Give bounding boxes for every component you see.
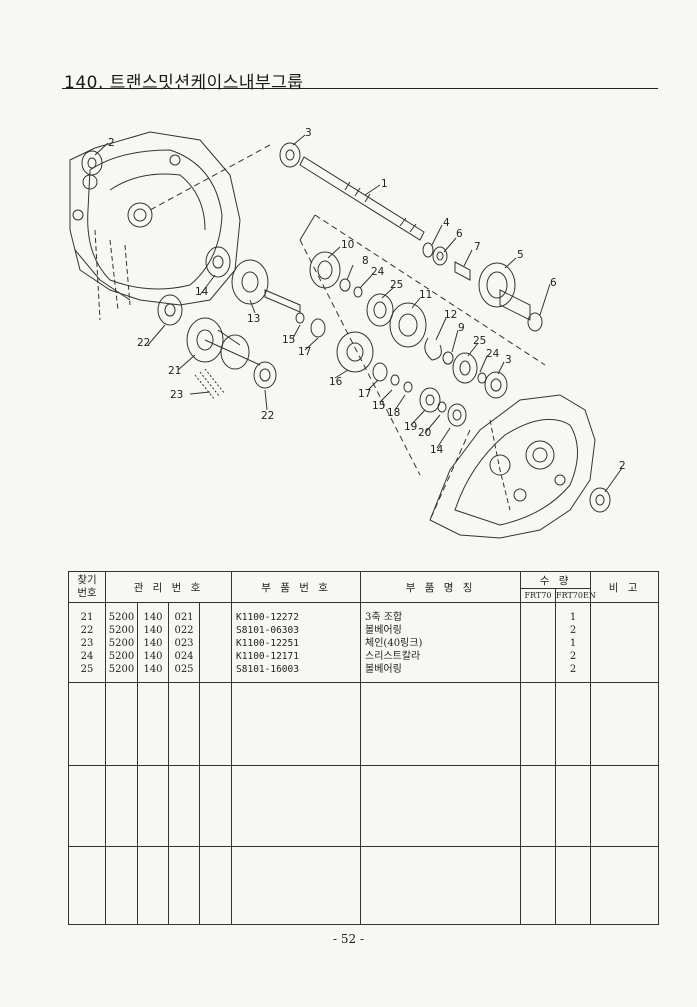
header-remarks: 비 고 xyxy=(590,571,660,603)
svg-text:8: 8 xyxy=(362,255,369,267)
svg-text:2: 2 xyxy=(108,137,115,149)
header-qty-frt70en: FRT70EN xyxy=(555,588,596,603)
svg-text:15: 15 xyxy=(282,334,295,346)
svg-text:22: 22 xyxy=(261,410,274,422)
header-mgmt-no: 관 리 번 호 xyxy=(104,571,233,603)
svg-text:19: 19 xyxy=(404,421,417,433)
qty-frt70-column xyxy=(520,602,557,684)
svg-text:4: 4 xyxy=(443,217,450,229)
svg-text:16: 16 xyxy=(329,376,343,388)
gear-10 xyxy=(309,251,341,289)
exploded-parts-diagram: 2 3 1 4 6 7 5 6 10 8 24 25 11 12 9 25 24… xyxy=(69,127,626,539)
svg-text:14: 14 xyxy=(430,444,444,456)
gear-16 xyxy=(336,331,374,373)
bearing-2-right xyxy=(589,487,611,513)
svg-text:22: 22 xyxy=(137,337,150,349)
svg-text:1: 1 xyxy=(381,178,388,190)
chain-23 xyxy=(194,368,226,401)
mgmt-col-4 xyxy=(198,602,233,684)
empty-band-1 xyxy=(68,682,660,767)
svg-text:18: 18 xyxy=(387,407,400,419)
header-qty: 수 량 xyxy=(520,571,592,589)
svg-text:3: 3 xyxy=(505,354,512,366)
title-rule xyxy=(62,88,658,89)
gear-11 xyxy=(389,302,427,348)
header-part-name: 부 품 명 칭 xyxy=(360,571,522,603)
svg-text:25: 25 xyxy=(390,279,403,291)
svg-text:5: 5 xyxy=(517,249,524,261)
main-shaft xyxy=(299,156,425,241)
svg-text:17: 17 xyxy=(298,346,311,358)
right-case-housing xyxy=(429,394,596,539)
svg-text:24: 24 xyxy=(486,348,500,360)
gear-13 xyxy=(231,259,301,313)
svg-text:2: 2 xyxy=(619,460,626,472)
svg-text:10: 10 xyxy=(341,239,354,251)
svg-text:14: 14 xyxy=(195,286,209,298)
svg-text:20: 20 xyxy=(418,427,431,439)
gear-5 xyxy=(478,262,531,321)
svg-text:12: 12 xyxy=(444,309,457,321)
gear-21-assembly xyxy=(186,317,261,370)
bearing-2-left xyxy=(81,150,103,176)
svg-text:23: 23 xyxy=(170,389,183,401)
svg-text:24: 24 xyxy=(371,266,385,278)
svg-text:17: 17 xyxy=(358,388,371,400)
empty-band-2 xyxy=(68,765,660,847)
svg-text:13: 13 xyxy=(247,313,260,325)
left-case-housing xyxy=(69,131,241,321)
empty-band-3 xyxy=(68,846,660,926)
svg-text:21: 21 xyxy=(168,365,181,377)
svg-text:6: 6 xyxy=(456,228,463,240)
svg-text:3: 3 xyxy=(305,127,312,139)
svg-text:15: 15 xyxy=(372,400,385,412)
header-qty-frt70: FRT70 xyxy=(520,588,557,603)
svg-text:7: 7 xyxy=(474,241,481,253)
svg-text:11: 11 xyxy=(419,289,432,301)
header-part-no: 부 품 번 호 xyxy=(231,571,362,603)
svg-text:6: 6 xyxy=(550,277,557,289)
svg-text:9: 9 xyxy=(458,322,465,334)
remarks-column xyxy=(590,602,660,684)
page-number: - 52 - xyxy=(332,932,364,946)
bearing-3-top xyxy=(279,142,301,168)
svg-text:25: 25 xyxy=(473,335,486,347)
